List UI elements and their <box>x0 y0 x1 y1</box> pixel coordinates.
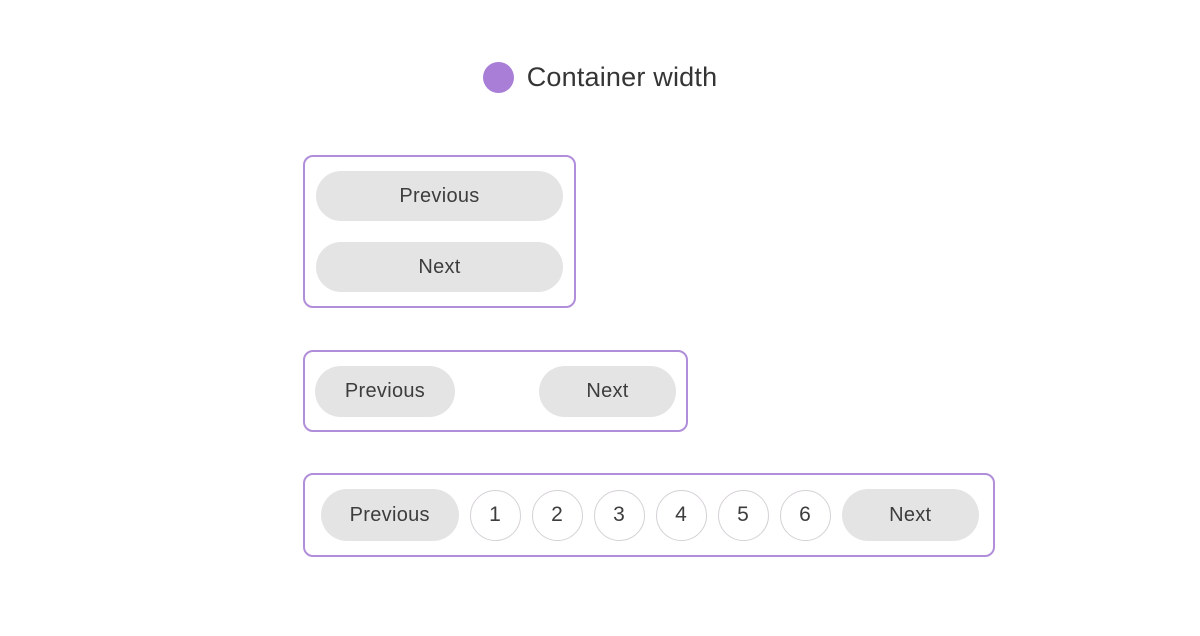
next-button[interactable]: Next <box>841 489 979 541</box>
container-width-dot-icon <box>482 62 514 93</box>
pagination-container-medium: Previous Next <box>303 350 688 432</box>
previous-button[interactable]: Previous <box>321 489 459 541</box>
page-3-button[interactable]: 3 <box>593 489 645 541</box>
legend: Container width <box>0 62 1200 93</box>
pagination-container-wide: Previous 1 2 3 4 5 6 Next <box>303 473 995 557</box>
next-button[interactable]: Next <box>316 242 563 292</box>
page-4-button[interactable]: 4 <box>655 489 707 541</box>
previous-button[interactable]: Previous <box>316 171 563 221</box>
next-button[interactable]: Next <box>539 365 676 417</box>
page-2-button[interactable]: 2 <box>531 489 583 541</box>
page-1-button[interactable]: 1 <box>469 489 521 541</box>
previous-button[interactable]: Previous <box>315 365 455 417</box>
legend-label: Container width <box>526 62 718 92</box>
page-5-button[interactable]: 5 <box>717 489 769 541</box>
page-6-button[interactable]: 6 <box>779 489 831 541</box>
pagination-container-narrow: Previous Next <box>303 155 576 308</box>
